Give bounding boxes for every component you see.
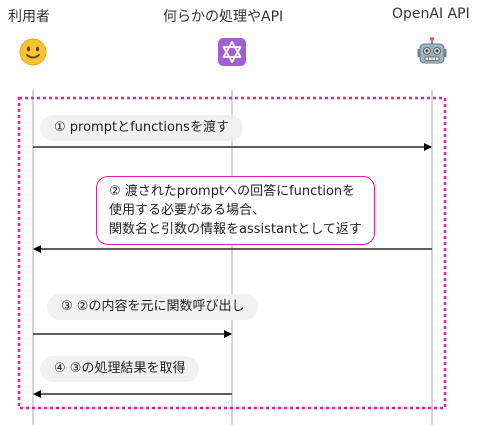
actor-label-openai: OpenAI API xyxy=(392,6,470,22)
robot-icon xyxy=(417,37,447,64)
message-2-line-1: ② 渡されたpromptへの回答にfunctionを xyxy=(109,184,356,199)
message-2: ② 渡されたpromptへの回答にfunctionを 使用する必要がある場合、 … xyxy=(96,176,375,245)
message-2-line-2: 使用する必要がある場合、 xyxy=(109,203,266,218)
highlight-frame xyxy=(17,96,447,410)
smiley-face-icon xyxy=(19,38,47,66)
message-4: ④ ③の処理結果を取得 xyxy=(40,356,200,382)
six-pointed-star-icon xyxy=(218,38,246,66)
actor-label-user: 利用者 xyxy=(8,9,50,25)
message-2-line-3: 関数名と引数の情報をassistantとして返す xyxy=(109,222,362,237)
message-3: ③ ②の内容を元に関数呼び出し xyxy=(47,294,259,320)
actor-label-processing: 何らかの処理やAPI xyxy=(163,9,284,25)
message-1: ① promptとfunctionsを渡す xyxy=(40,115,243,141)
